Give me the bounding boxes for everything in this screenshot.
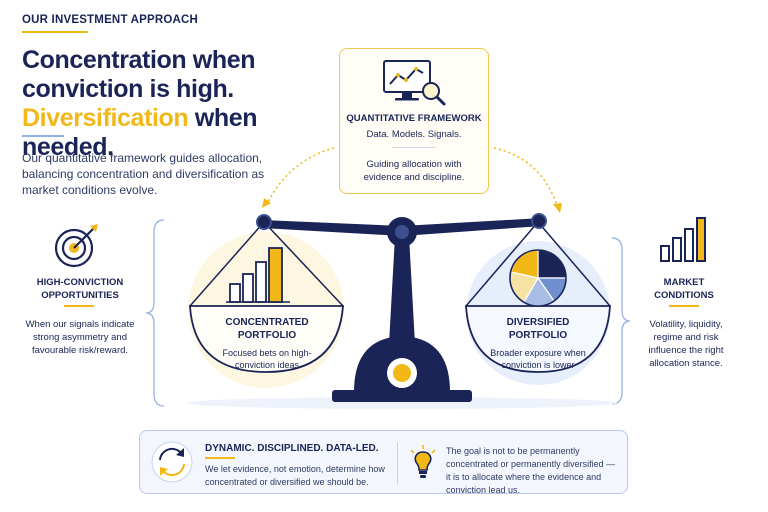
left-panel-description: When our signals indicate strong asymmet… [25, 319, 135, 356]
left-brace [145, 219, 165, 407]
eyebrow-underline [22, 31, 88, 33]
cycle-arrows-icon [151, 441, 193, 483]
market-bar-chart-icon [660, 217, 706, 262]
headline-divider [22, 135, 64, 137]
summary-divider [397, 442, 398, 484]
eyebrow-label: OUR INVESTMENT APPROACH [22, 14, 199, 26]
left-arrowhead [262, 198, 271, 208]
summary-underline [205, 457, 235, 459]
right-panel-underline [669, 305, 699, 307]
left-panel-underline [64, 305, 94, 307]
summary-description: We let evidence, not emotion, determine … [205, 464, 385, 487]
framework-title: QUANTITATIVE FRAMEWORK [346, 113, 482, 124]
headline-rest: when needed. [22, 104, 258, 161]
right-panel-title: MARKET CONDITIONS [654, 277, 714, 301]
headline-line-3: Diversification when needed. [22, 104, 352, 162]
diversified-title: DIVERSIFIED PORTFOLIO [506, 317, 570, 341]
framework-description: Guiding allocation with evidence and dis… [363, 159, 465, 183]
headline-line-2: conviction is high. [22, 75, 234, 103]
framework-divider [392, 147, 436, 148]
monitor-magnifier-chart-icon [383, 60, 446, 106]
headline: Concentration when conviction is high. D… [22, 46, 352, 162]
left-panel-title: HIGH-CONVICTION OPPORTUNITIES [36, 277, 124, 301]
headline-highlight: Diversification [22, 104, 189, 132]
summary-quote: The goal is not to be permanently concen… [446, 446, 616, 495]
concentrated-description: Focused bets on high-conviction ideas [222, 348, 312, 370]
right-panel-description: Volatility, liquidity, regime and risk i… [648, 319, 724, 369]
headline-line-1: Concentration when [22, 46, 256, 74]
diversified-description: Broader exposure when conviction is lowe… [490, 348, 586, 370]
intro-text: Our quantitative framework guides alloca… [22, 151, 265, 197]
target-arrow-icon [54, 224, 98, 268]
framework-subtitle: Data. Models. Signals. [366, 129, 462, 140]
concentrated-bar-chart-icon [226, 247, 290, 303]
summary-card [139, 430, 628, 494]
summary-title: DYNAMIC. DISCIPLINED. DATA-LED. [205, 443, 379, 454]
diversified-pie-chart-icon [509, 249, 567, 307]
right-pan [465, 305, 611, 373]
concentrated-title: CONCENTRATED PORTFOLIO [225, 317, 309, 341]
right-brace [611, 237, 631, 405]
ground-shadow [187, 397, 617, 409]
scale-pillar [389, 236, 415, 344]
left-pan [189, 305, 344, 373]
lightbulb-icon [410, 445, 436, 478]
scale-base-plate [332, 390, 472, 402]
right-arrowhead [553, 203, 562, 213]
